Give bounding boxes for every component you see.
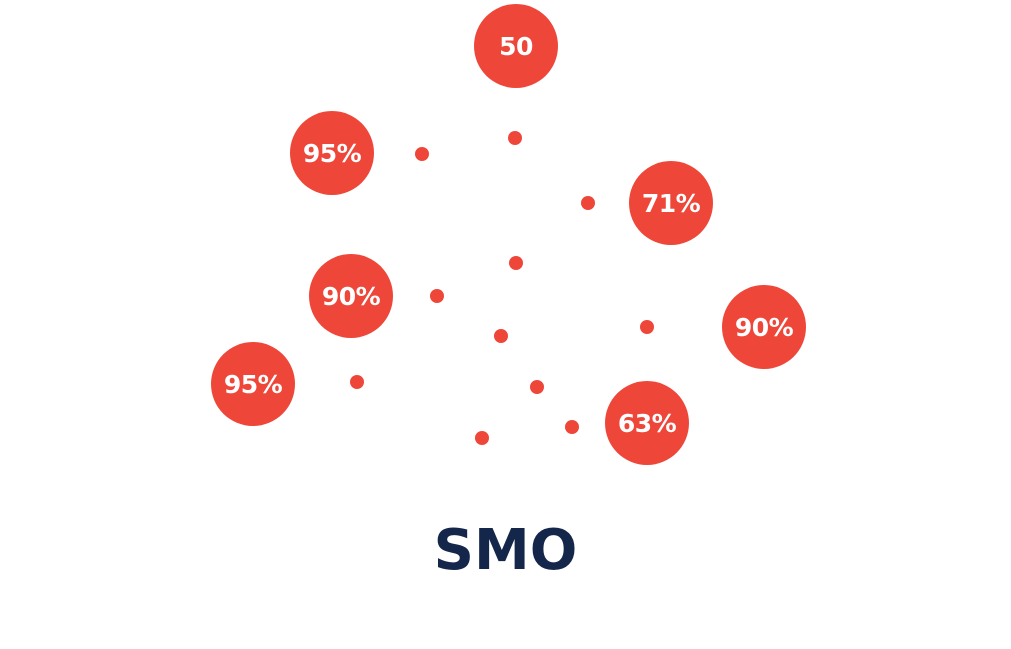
stat-bubble-upper-right: 71% (629, 161, 713, 245)
stat-bubble-lower-right: 63% (605, 381, 689, 465)
decor-dot (640, 320, 654, 334)
decor-dot (565, 420, 579, 434)
decor-dot (494, 329, 508, 343)
decor-dot (581, 196, 595, 210)
decor-dot (415, 147, 429, 161)
stat-bubble-upper-left: 95% (290, 111, 374, 195)
stat-bubble-label: 90% (734, 312, 794, 342)
decor-dot (475, 431, 489, 445)
stat-bubble-label: 50 (499, 31, 533, 61)
stat-bubble-label: 71% (641, 188, 701, 218)
decor-dot (530, 380, 544, 394)
page-title: SMO (433, 518, 578, 583)
stat-bubble-middle-left: 90% (309, 254, 393, 338)
decor-dot (509, 256, 523, 270)
stat-bubble-label: 95% (302, 138, 362, 168)
stat-bubble-middle-right: 90% (722, 285, 806, 369)
stat-bubble-label: 90% (321, 281, 381, 311)
decor-dot (430, 289, 444, 303)
stat-bubble-label: 95% (223, 369, 283, 399)
stat-bubble-label: 63% (617, 408, 677, 438)
stat-bubble-lower-left: 95% (211, 342, 295, 426)
stat-bubble-top: 50 (474, 4, 558, 88)
decor-dot (350, 375, 364, 389)
decor-dot (508, 131, 522, 145)
